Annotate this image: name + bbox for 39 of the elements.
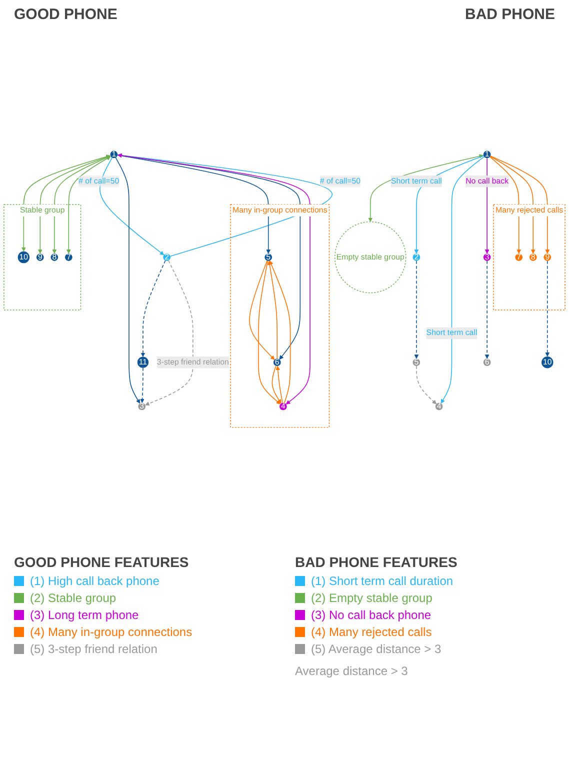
arrow [52,156,111,254]
legend-text: (4) Many rejected calls [311,625,432,639]
note-text: Average distance > 3 [295,664,409,678]
section-heading: BAD PHONE [464,6,555,25]
legend-heading: BAD PHONE FEATURES [295,554,458,570]
arrow [440,156,485,404]
legend-text: (5) Average distance > 3 [311,642,442,656]
legend-text: (2) Stable group [30,591,116,605]
arrow [140,260,166,357]
arrow [414,260,419,359]
legend-text: (1) Short term call duration [311,574,454,588]
arrow [416,366,437,404]
arrow [140,368,144,404]
legend-text: (4) Many in-group connections [30,625,192,639]
legend-text: (5) 3-step friend relation [30,642,158,656]
arrow [115,157,140,404]
arrow [368,154,484,222]
arrow [145,260,194,406]
legend-text: (2) Empty stable group [311,591,432,605]
arrow [99,157,164,256]
legend-heading: GOOD PHONE FEATURES [14,554,190,570]
arrow [66,156,111,254]
arrow [490,156,536,254]
arrow [489,156,522,254]
arrow [269,260,291,404]
arrow [272,365,282,404]
section-heading: GOOD PHONE [14,6,118,25]
arrow [545,260,550,357]
arrow [249,260,275,360]
legend-text: (3) No call back phone [311,608,432,622]
arrow [267,260,278,360]
arrow [276,366,283,404]
legend-text: (3) Long term phone [30,608,139,622]
arrow [118,153,310,404]
arrow [490,156,550,254]
arrow [117,154,301,360]
legend-text: (1) High call back phone [30,574,160,588]
arrow [38,155,110,254]
arrow [484,260,490,359]
